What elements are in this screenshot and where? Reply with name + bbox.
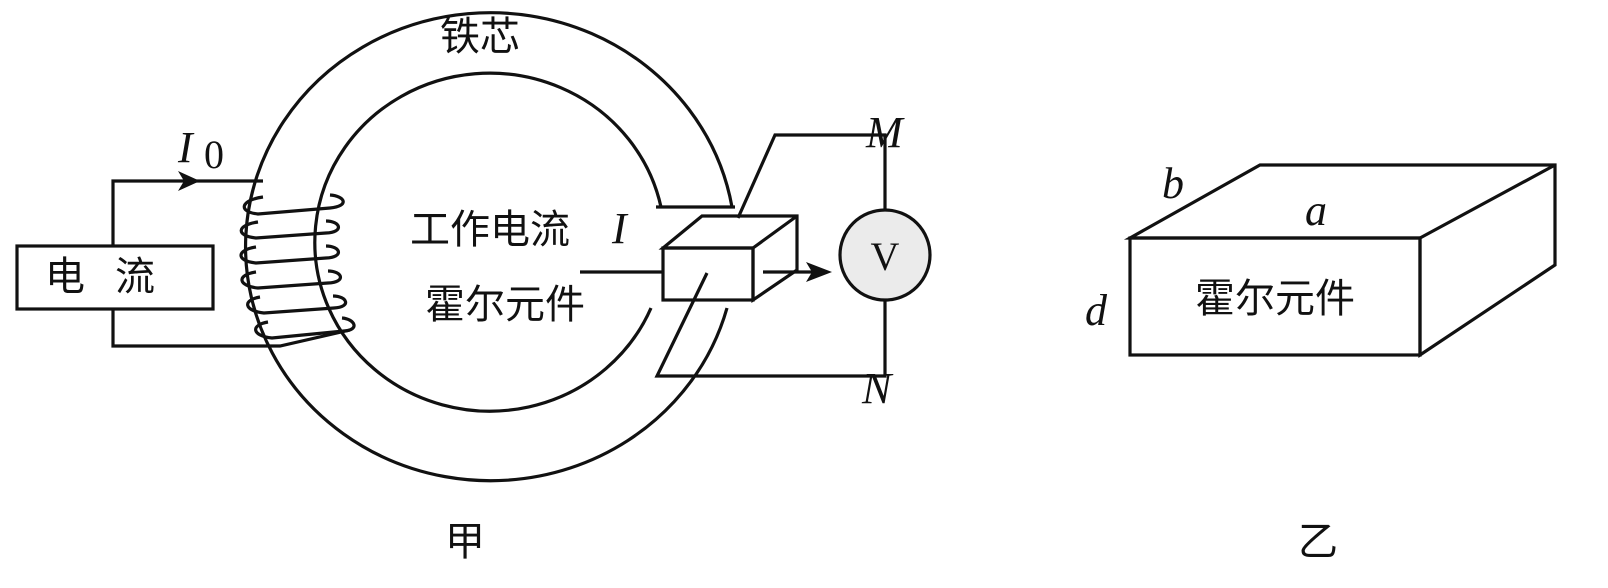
current-source-box [15,244,215,311]
hall-element [580,214,832,304]
coil [239,193,356,340]
measuring-circuit [654,133,932,378]
hall-element-label: 霍尔元件 [425,282,585,328]
hall-element-block [1123,163,1557,358]
working-current-label: 工作电流 [410,207,570,253]
source-label: 电流 [45,254,185,300]
voltmeter [838,208,932,302]
block-label: 霍尔元件 [1195,276,1355,322]
terminal-m: M [865,108,905,157]
edge-d-label: d [1085,286,1108,335]
edge-b-label: b [1162,159,1184,208]
output-arrow-icon [806,262,832,282]
voltmeter-label: V [871,234,900,279]
core-label: 铁芯 [440,14,520,60]
source-circuit [15,171,351,348]
working-current-symbol: I [611,204,629,253]
current-arrow-icon [178,171,200,191]
caption-b: 乙 [1298,519,1338,565]
caption-a: 甲 [445,519,485,565]
input-current-subscript: 0 [204,132,224,177]
edge-a-label: a [1305,186,1327,235]
input-current-symbol: I [177,123,195,172]
terminal-n: N [861,364,894,413]
